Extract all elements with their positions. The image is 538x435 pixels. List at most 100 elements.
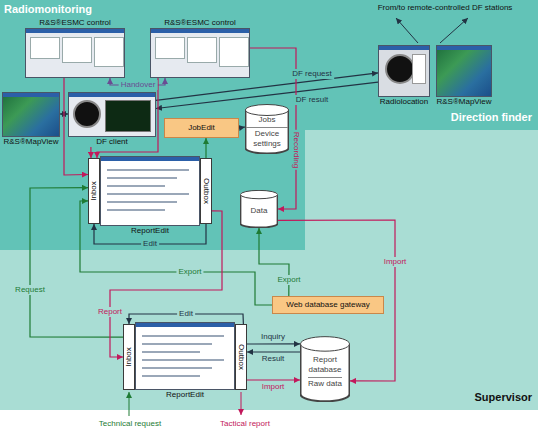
report-line — [142, 351, 200, 353]
tactical-report-leader — [241, 392, 242, 415]
report-line — [107, 193, 189, 195]
cylinder-top — [301, 337, 350, 352]
edge-label: Report — [96, 307, 124, 317]
edge-label: Edit — [141, 239, 159, 249]
region-heading: Supervisor — [475, 391, 532, 404]
database-cylinder: Report databaseRaw data — [300, 336, 350, 402]
report-line — [142, 335, 224, 337]
window-caption: R&S®MapView — [436, 97, 492, 107]
report-line — [107, 177, 177, 179]
flow-connector — [90, 147, 91, 158]
window-caption: ReportEdit — [135, 390, 235, 400]
application-window: ReportEdit — [100, 156, 200, 236]
title-bar — [3, 93, 59, 97]
edge-label: Import — [260, 382, 287, 392]
mailbox-bar: Outbox — [200, 158, 212, 224]
control-panel — [187, 37, 217, 63]
df-screenshot — [68, 92, 156, 137]
control-panel — [219, 37, 249, 67]
process-box: JobEdit — [164, 118, 239, 138]
cylinder-label: Data — [251, 206, 268, 216]
flow-connector — [247, 379, 300, 380]
edge-label: Recording — [291, 130, 301, 170]
process-box: Web database gateway — [272, 296, 384, 314]
cylinder-label: Jobs — [259, 115, 276, 125]
mailbox-bar: Outbox — [235, 324, 247, 390]
rep-screenshot — [100, 156, 200, 226]
map-screenshot — [2, 92, 60, 137]
technical-request-leader — [129, 392, 130, 416]
flow-connector — [110, 211, 222, 357]
app-screenshot — [25, 28, 125, 78]
radio-screenshot — [378, 45, 430, 97]
window-caption: Radiolocation — [378, 97, 430, 107]
flow-connector — [205, 138, 206, 158]
cylinder-body — [245, 110, 288, 154]
map-screenshot — [436, 45, 492, 97]
control-panel — [155, 37, 185, 59]
cylinder-body — [240, 195, 277, 228]
cylinder-top — [245, 105, 288, 116]
cylinder-text: JobsDevice settings — [246, 114, 288, 149]
mailbox-bar: Inbox — [123, 324, 135, 390]
cylinder-text: Data — [241, 198, 277, 224]
title-bar — [379, 46, 429, 50]
control-panel — [62, 37, 92, 63]
title-bar — [101, 157, 199, 161]
flow-connector — [259, 228, 289, 296]
window-caption: R&S®MapView — [2, 137, 60, 147]
cylinder-text: Report databaseRaw data — [301, 349, 349, 395]
edge-label: Edit — [177, 309, 195, 319]
control-panel — [94, 37, 124, 67]
mailbox-label: Inbox — [124, 347, 134, 367]
title-bar — [69, 93, 155, 97]
cylinder-body — [301, 344, 350, 401]
cylinder-top — [240, 190, 277, 198]
edge-label: Inquiry — [259, 332, 287, 342]
window-caption: R&S®ESMC control — [25, 18, 125, 28]
region-band: Direction finder Radiolocation R&S®MapView — [305, 0, 538, 130]
report-line — [107, 209, 165, 211]
control-panel — [30, 37, 60, 59]
df-station-arrow — [396, 18, 418, 43]
supervisor-region-extension — [305, 130, 538, 250]
report-line — [107, 185, 165, 187]
static-leaders — [129, 18, 468, 416]
rep-screenshot — [135, 322, 235, 390]
df-station-arrow — [440, 18, 468, 43]
annotation-label: Tactical report — [220, 419, 270, 429]
cylinder-label: Raw data — [308, 377, 342, 389]
polar-display — [73, 100, 101, 128]
region-band: RadiomonitoringR&S®ESMC controlR&S®ESMC … — [0, 0, 305, 250]
box-label: JobEdit — [188, 123, 215, 133]
report-line — [107, 201, 177, 203]
application-window: DF client — [68, 92, 156, 147]
flow-connector — [278, 220, 395, 381]
application-window: R&S®ESMC control — [25, 18, 125, 78]
flow-connector — [64, 78, 88, 175]
database-cylinder: Data — [240, 190, 278, 228]
window-caption: ReportEdit — [100, 226, 200, 236]
application-window: R&S®ESMC control — [150, 18, 250, 78]
annotation-label: From/to remote-controlled DF stations — [378, 3, 513, 13]
application-window: Radiolocation — [378, 45, 430, 107]
flow-connector — [239, 127, 245, 128]
application-window: ReportEdit — [135, 322, 235, 400]
edge-label: DF request — [290, 69, 334, 79]
report-line — [142, 367, 212, 369]
application-window: R&S®MapView — [436, 45, 492, 107]
application-window: R&S®MapView — [2, 92, 60, 147]
window-caption: DF client — [68, 137, 156, 147]
cylinder-label: Report database — [301, 355, 349, 375]
region-heading: Direction finder — [451, 111, 532, 124]
flow-connector — [247, 343, 300, 344]
spectrum-panel — [105, 100, 151, 132]
mailbox-bar: Inbox — [88, 158, 100, 224]
edge-label: Handover — [119, 80, 158, 90]
mailbox-label: Outbox — [201, 178, 211, 204]
edge-label: Request — [13, 285, 47, 295]
edge-label: Export — [176, 267, 203, 277]
title-bar — [437, 46, 491, 50]
